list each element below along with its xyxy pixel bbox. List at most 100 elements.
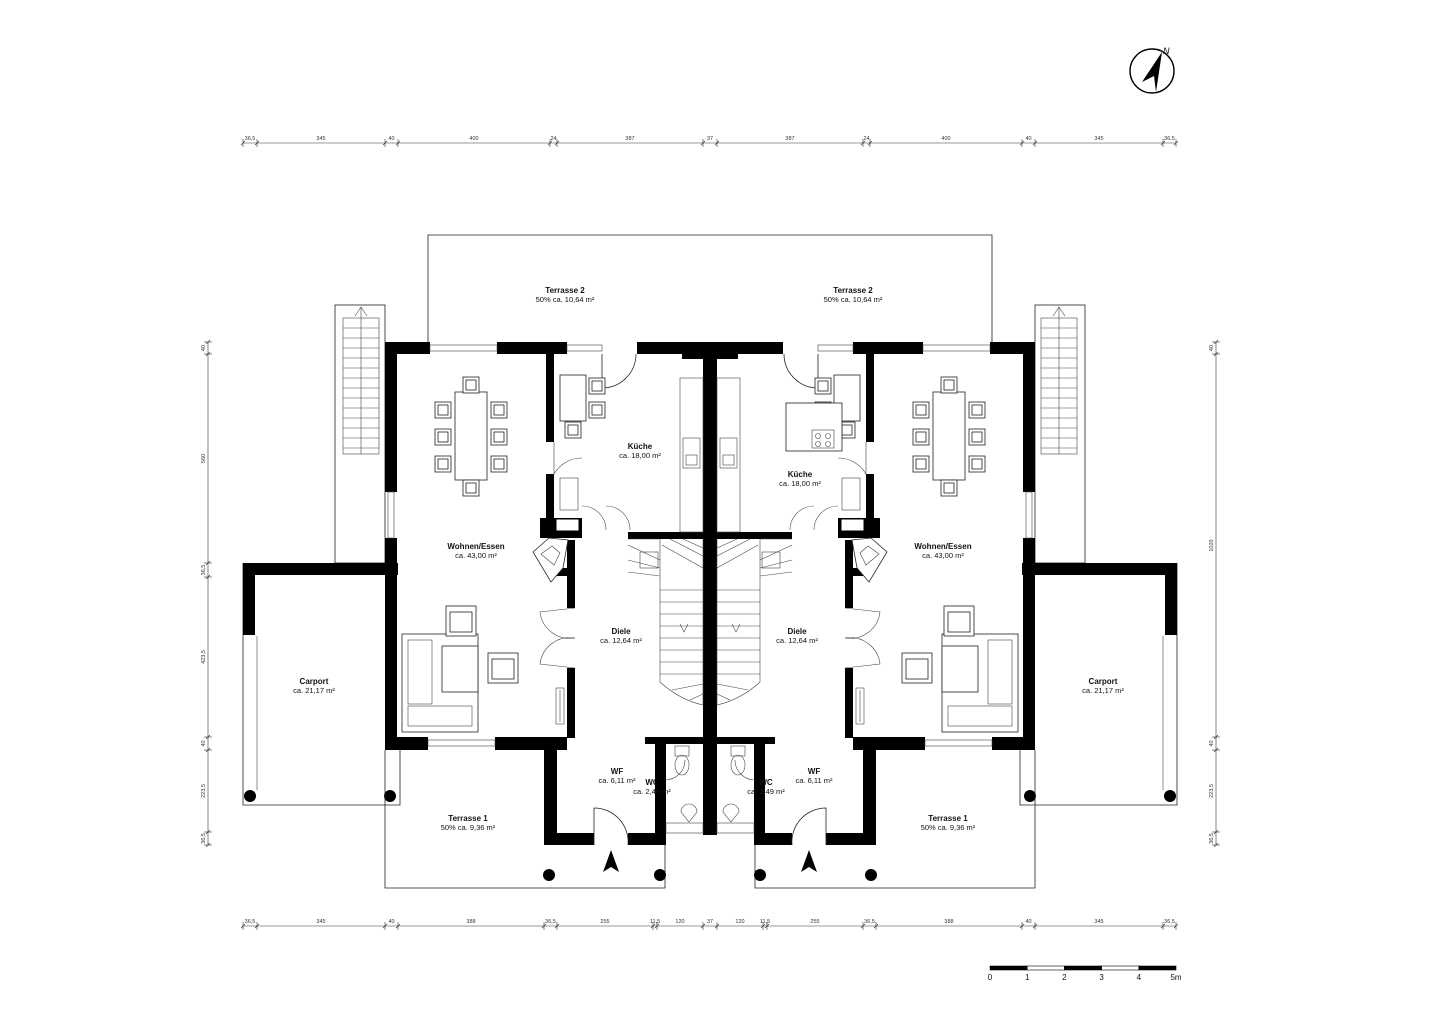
scale-segment: [1101, 965, 1140, 971]
room-label-terrasse2-l: Terrasse 250% ca. 10,64 m²: [536, 286, 595, 304]
room-area: ca. 18,00 m²: [779, 479, 821, 488]
dimension-value: 423,5: [201, 650, 207, 664]
dimension-value: 24: [550, 136, 556, 142]
dimension-value: 40: [201, 345, 207, 351]
room-name: Carport: [300, 677, 329, 686]
dimension-value: 255: [810, 919, 819, 925]
scale-label: 2: [1062, 973, 1067, 982]
room-name: Terrasse 2: [833, 286, 873, 295]
scale-label: 4: [1137, 973, 1142, 982]
room-area: ca. 2,49 m²: [747, 787, 785, 796]
room-name: Wohnen/Essen: [914, 542, 971, 551]
room-area: 50% ca. 9,36 m²: [921, 823, 976, 832]
scale-segment: [1026, 965, 1065, 971]
scale-label: 1: [1025, 973, 1030, 982]
dimension-value: 40: [1209, 345, 1215, 351]
room-area: ca. 43,00 m²: [922, 551, 964, 560]
dimension-value: 36,5: [1209, 833, 1215, 844]
scale-segment: [1064, 965, 1102, 971]
dimension-value: 11,5: [760, 919, 770, 925]
dimension-value: 36,5: [864, 919, 875, 925]
dimension-value: 40: [1209, 740, 1215, 746]
dimension-value: 223,5: [1209, 784, 1215, 798]
room-name: Terrasse 2: [545, 286, 585, 295]
room-name: Diele: [611, 627, 631, 636]
dimension-value: 388: [944, 919, 953, 925]
scale-label: 0: [988, 973, 993, 982]
dimension-value: 36,5: [545, 919, 556, 925]
room-name: WF: [611, 767, 624, 776]
dimension-value: 400: [941, 136, 950, 142]
dimension-value: 36,5: [201, 565, 207, 576]
room-label-terrasse1-l: Terrasse 150% ca. 9,36 m²: [441, 814, 496, 832]
room-area: ca. 21,17 m²: [293, 686, 335, 695]
dimension-value: 40: [388, 919, 394, 925]
dimension-value: 36,5: [245, 136, 256, 142]
room-name: Carport: [1089, 677, 1118, 686]
dimension-value: 388: [466, 919, 475, 925]
room-area: 50% ca. 9,36 m²: [441, 823, 496, 832]
scale-label: 5m: [1170, 973, 1181, 982]
room-name: Terrasse 1: [928, 814, 968, 823]
dimension-value: 24: [863, 136, 869, 142]
room-name: Wohnen/Essen: [447, 542, 504, 551]
north-arrow-icon: N: [1129, 46, 1175, 94]
room-name: Terrasse 1: [448, 814, 488, 823]
scale-label: 3: [1099, 973, 1104, 982]
room-name: Küche: [788, 470, 813, 479]
dimension-value: 223,5: [201, 784, 207, 798]
dimension-chain-bottom: 36,5 345 40 388 36,5 255 11,5 120 37 120 11,5 255 36…: [240, 919, 1179, 930]
dimension-value: 120: [675, 919, 684, 925]
dimension-value: 400: [469, 136, 478, 142]
dimension-value: 36,5: [245, 919, 256, 925]
room-name: WC: [759, 778, 773, 787]
room-name: Diele: [787, 627, 807, 636]
room-label-terrasse1-r: Terrasse 150% ca. 9,36 m²: [921, 814, 976, 832]
dimension-value: 36,5: [1164, 919, 1175, 925]
dimension-value: 36,5: [1164, 136, 1175, 142]
room-area: ca. 6,11 m²: [599, 776, 636, 785]
room-area: 50% ca. 10,64 m²: [536, 295, 595, 304]
dimension-value: 345: [316, 919, 325, 925]
room-area: ca. 6,11 m²: [796, 776, 833, 785]
room-name: WF: [808, 767, 821, 776]
dimension-value: 37: [707, 919, 713, 925]
room-area: ca. 43,00 m²: [455, 551, 497, 560]
room-name: WC: [645, 778, 659, 787]
dimension-value: 37: [707, 136, 713, 142]
dimension-value: 387: [625, 136, 634, 142]
scale-segment: [1138, 965, 1177, 971]
scale-bar: 0 1 2 3 4 5m: [988, 965, 1182, 982]
north-letter: N: [1163, 46, 1170, 56]
dimension-value: 560: [201, 454, 207, 463]
dimension-value: 40: [1025, 919, 1031, 925]
dimension-value: 387: [785, 136, 794, 142]
dimension-value: 36,5: [201, 833, 207, 844]
room-name: Küche: [628, 442, 653, 451]
room-area: ca. 12,64 m²: [600, 636, 642, 645]
room-label-terrasse2-r: Terrasse 250% ca. 10,64 m²: [824, 286, 883, 304]
dimension-value: 255: [600, 919, 609, 925]
room-area: 50% ca. 10,64 m²: [824, 295, 883, 304]
dimension-value: 345: [1094, 919, 1103, 925]
dimension-value: 345: [1094, 136, 1103, 142]
dimension-value: 40: [1025, 136, 1031, 142]
room-area: ca. 18,00 m²: [619, 451, 661, 460]
room-area: ca. 2,49 m²: [633, 787, 671, 796]
dimension-value: 120: [735, 919, 744, 925]
dimension-value: 11,5: [650, 919, 660, 925]
